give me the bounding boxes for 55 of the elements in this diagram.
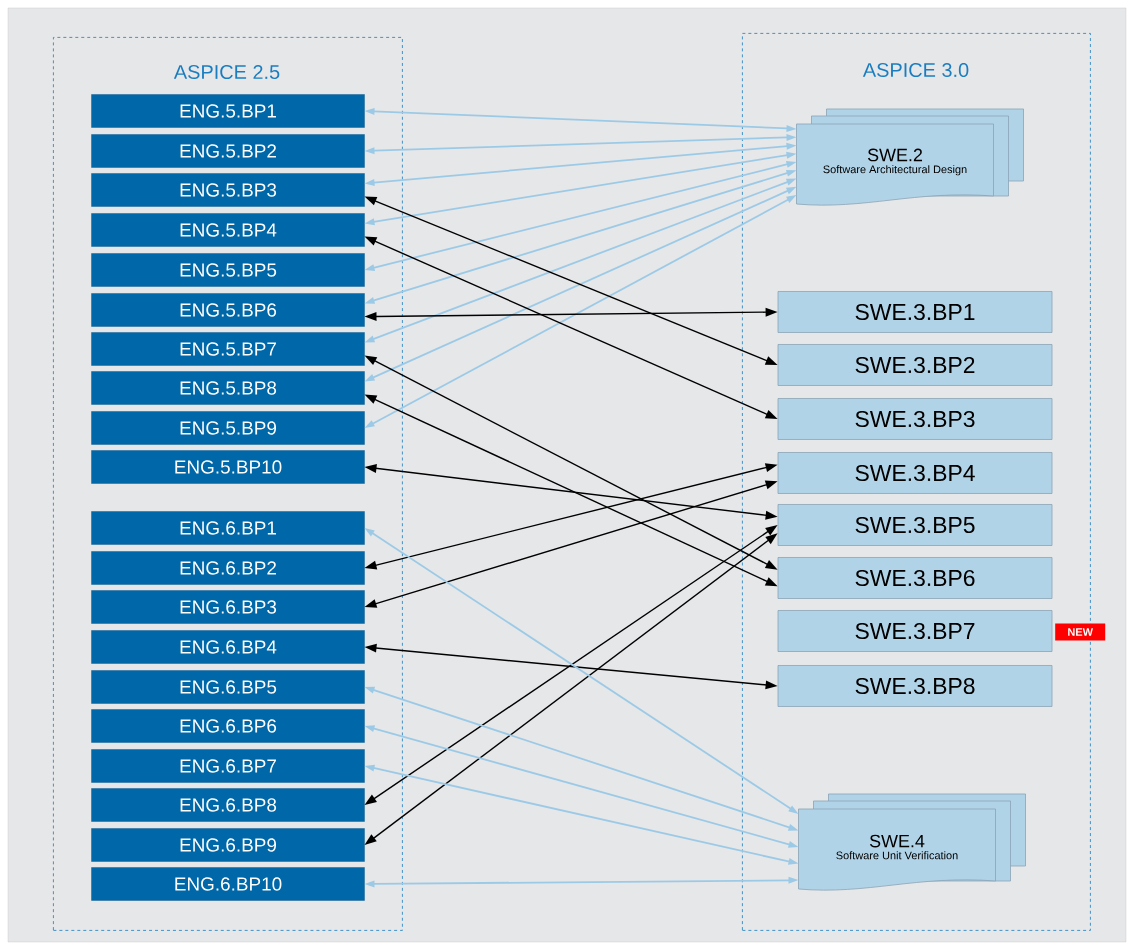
process-box: ENG.6.BP9	[91, 828, 365, 862]
arrow	[364, 463, 778, 520]
process-box: ENG.6.BP2	[91, 551, 365, 585]
process-box: SWE.3.BP6	[777, 557, 1053, 599]
arrow	[364, 643, 778, 690]
process-box: ENG.6.BP4	[91, 630, 365, 664]
process-box: SWE.3.BP5	[777, 504, 1053, 546]
process-box: ENG.5.BP5	[91, 253, 365, 287]
group-title: ASPICE 2.5	[173, 64, 280, 80]
document-stack: SWE.4 Software Unit Verification	[798, 793, 1026, 891]
arrow	[364, 480, 778, 608]
process-box: SWE.3.BP8	[777, 665, 1053, 707]
arrow	[364, 355, 778, 570]
arrow	[364, 195, 797, 428]
process-box: ENG.6.BP1	[91, 511, 365, 545]
process-box: SWE.3.BP7	[777, 610, 1053, 652]
process-box: ENG.6.BP7	[91, 749, 365, 783]
process-box: ENG.5.BP7	[91, 332, 365, 366]
process-box: ENG.6.BP10	[91, 867, 365, 901]
arrow	[364, 686, 799, 831]
process-box: ENG.5.BP1	[91, 94, 365, 128]
process-box: ENG.5.BP8	[91, 371, 365, 405]
arrow	[364, 178, 797, 343]
arrow	[364, 876, 799, 888]
document-stack: SWE.2 Software Architectural Design	[796, 108, 1024, 206]
arrow	[364, 307, 778, 321]
group-title: ASPICE 3.0	[862, 62, 969, 78]
process-box: ENG.6.BP3	[91, 590, 365, 624]
arrow	[364, 394, 778, 587]
process-box: ENG.5.BP9	[91, 411, 365, 445]
process-box: ENG.5.BP6	[91, 293, 365, 327]
process-box: ENG.6.BP5	[91, 670, 365, 704]
process-box: ENG.5.BP2	[91, 134, 365, 168]
process-box: ENG.5.BP3	[91, 173, 365, 207]
process-box: ENG.6.BP8	[91, 788, 365, 822]
arrow	[364, 107, 797, 132]
arrow	[364, 161, 797, 271]
process-box: SWE.3.BP3	[777, 398, 1053, 440]
arrow	[364, 725, 799, 848]
process-box: ENG.6.BP6	[91, 709, 365, 743]
arrow	[364, 151, 797, 226]
arrow	[364, 186, 797, 382]
arrow	[364, 142, 797, 186]
process-box: ENG.5.BP4	[91, 213, 365, 247]
arrow	[364, 196, 778, 365]
process-box: SWE.3.BP1	[777, 291, 1053, 333]
process-box: SWE.3.BP2	[777, 344, 1053, 386]
process-box: SWE.3.BP4	[777, 452, 1053, 494]
new-badge: NEW	[1055, 623, 1106, 641]
arrow	[364, 236, 778, 419]
process-box: ENG.5.BP10	[91, 450, 365, 484]
arrow	[364, 134, 797, 155]
arrow	[364, 169, 797, 304]
arrow	[364, 764, 799, 865]
arrow	[364, 463, 778, 570]
